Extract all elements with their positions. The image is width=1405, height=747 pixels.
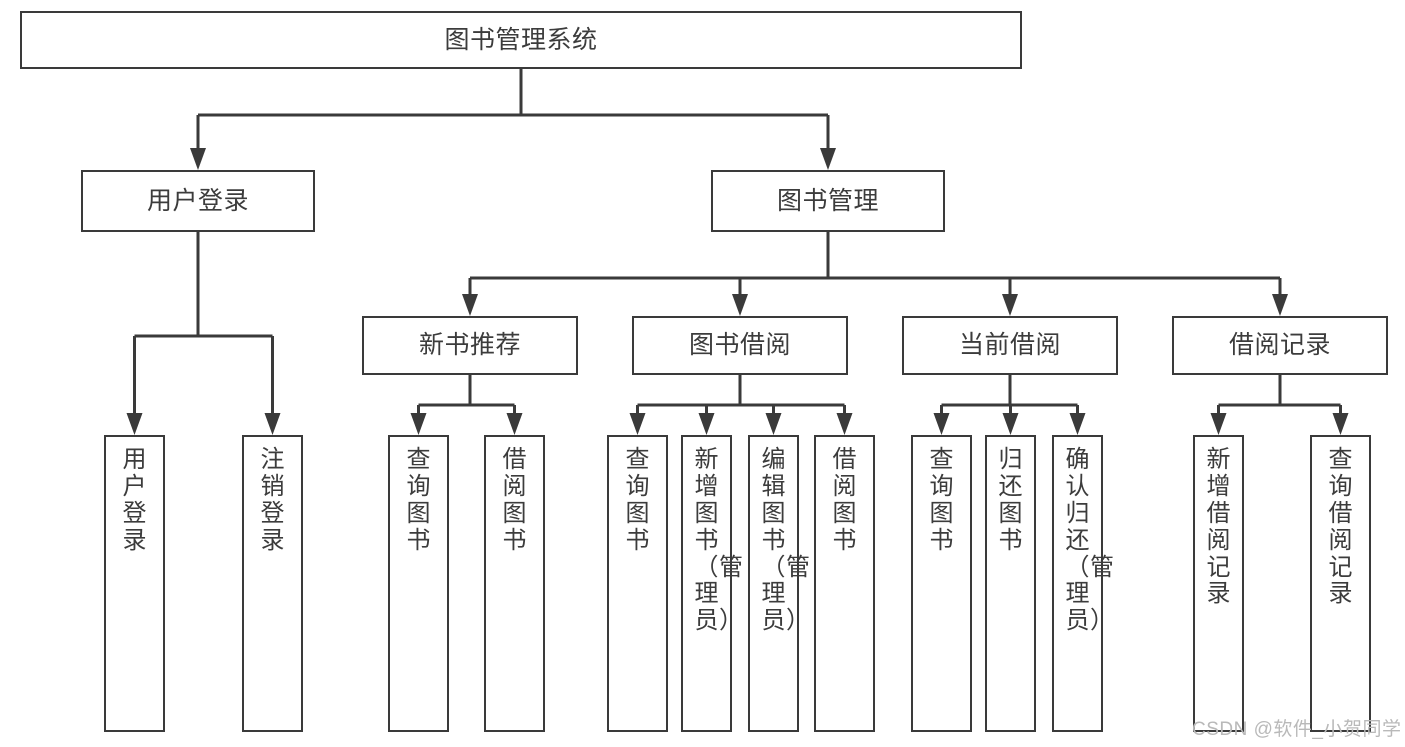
node-label: 用户登录: [146, 186, 249, 215]
node-new-book-rec: 新书推荐: [362, 316, 578, 375]
node-label: 新增图书（管理员）: [694, 446, 744, 635]
node-leaf-borrow-book-1: 借阅图书: [484, 435, 545, 732]
node-book-manage: 图书管理: [711, 170, 945, 232]
node-book-borrow: 图书借阅: [632, 316, 848, 375]
node-label: 借阅图书: [502, 446, 527, 554]
node-label: 图书管理: [776, 186, 879, 215]
node-label: 当前借阅: [958, 331, 1061, 360]
node-leaf-query-record: 查询借阅记录: [1310, 435, 1371, 732]
watermark: CSDN @软件_小贺同学: [1192, 719, 1402, 740]
node-leaf-return-book: 归还图书: [985, 435, 1036, 732]
node-label: 查询图书: [625, 446, 650, 554]
node-label: 借阅图书: [832, 446, 857, 554]
node-leaf-user-logout: 注销登录: [242, 435, 303, 732]
node-label: 归还图书: [998, 446, 1023, 554]
node-label: 图书管理系统: [444, 25, 598, 54]
node-label: 查询图书: [406, 446, 431, 554]
node-leaf-add-book: 新增图书（管理员）: [681, 435, 744, 732]
node-leaf-edit-book: 编辑图书（管理员）: [748, 435, 811, 732]
node-leaf-query-book-3: 查询图书: [911, 435, 972, 732]
node-leaf-confirm-return: 确认归还（管理员）: [1052, 435, 1115, 732]
node-leaf-user-login: 用户登录: [104, 435, 165, 732]
node-label: 查询图书: [929, 446, 954, 554]
node-leaf-add-record: 新增借阅记录: [1193, 435, 1244, 732]
node-label: 借阅记录: [1228, 331, 1331, 360]
node-label: 新书推荐: [418, 331, 521, 360]
node-borrow-record: 借阅记录: [1172, 316, 1388, 375]
node-label: 注销登录: [260, 446, 285, 554]
node-root: 图书管理系统: [20, 11, 1022, 69]
node-leaf-borrow-book-2: 借阅图书: [814, 435, 875, 732]
node-current-borrow: 当前借阅: [902, 316, 1118, 375]
node-label: 查询借阅记录: [1328, 446, 1353, 608]
node-leaf-query-book-1: 查询图书: [388, 435, 449, 732]
node-leaf-query-book-2: 查询图书: [607, 435, 668, 732]
node-user-login: 用户登录: [81, 170, 315, 232]
node-label: 新增借阅记录: [1206, 446, 1231, 608]
node-label: 图书借阅: [688, 331, 791, 360]
node-label: 编辑图书（管理员）: [761, 446, 811, 635]
node-label: 确认归还（管理员）: [1065, 446, 1115, 635]
node-label: 用户登录: [122, 446, 147, 554]
